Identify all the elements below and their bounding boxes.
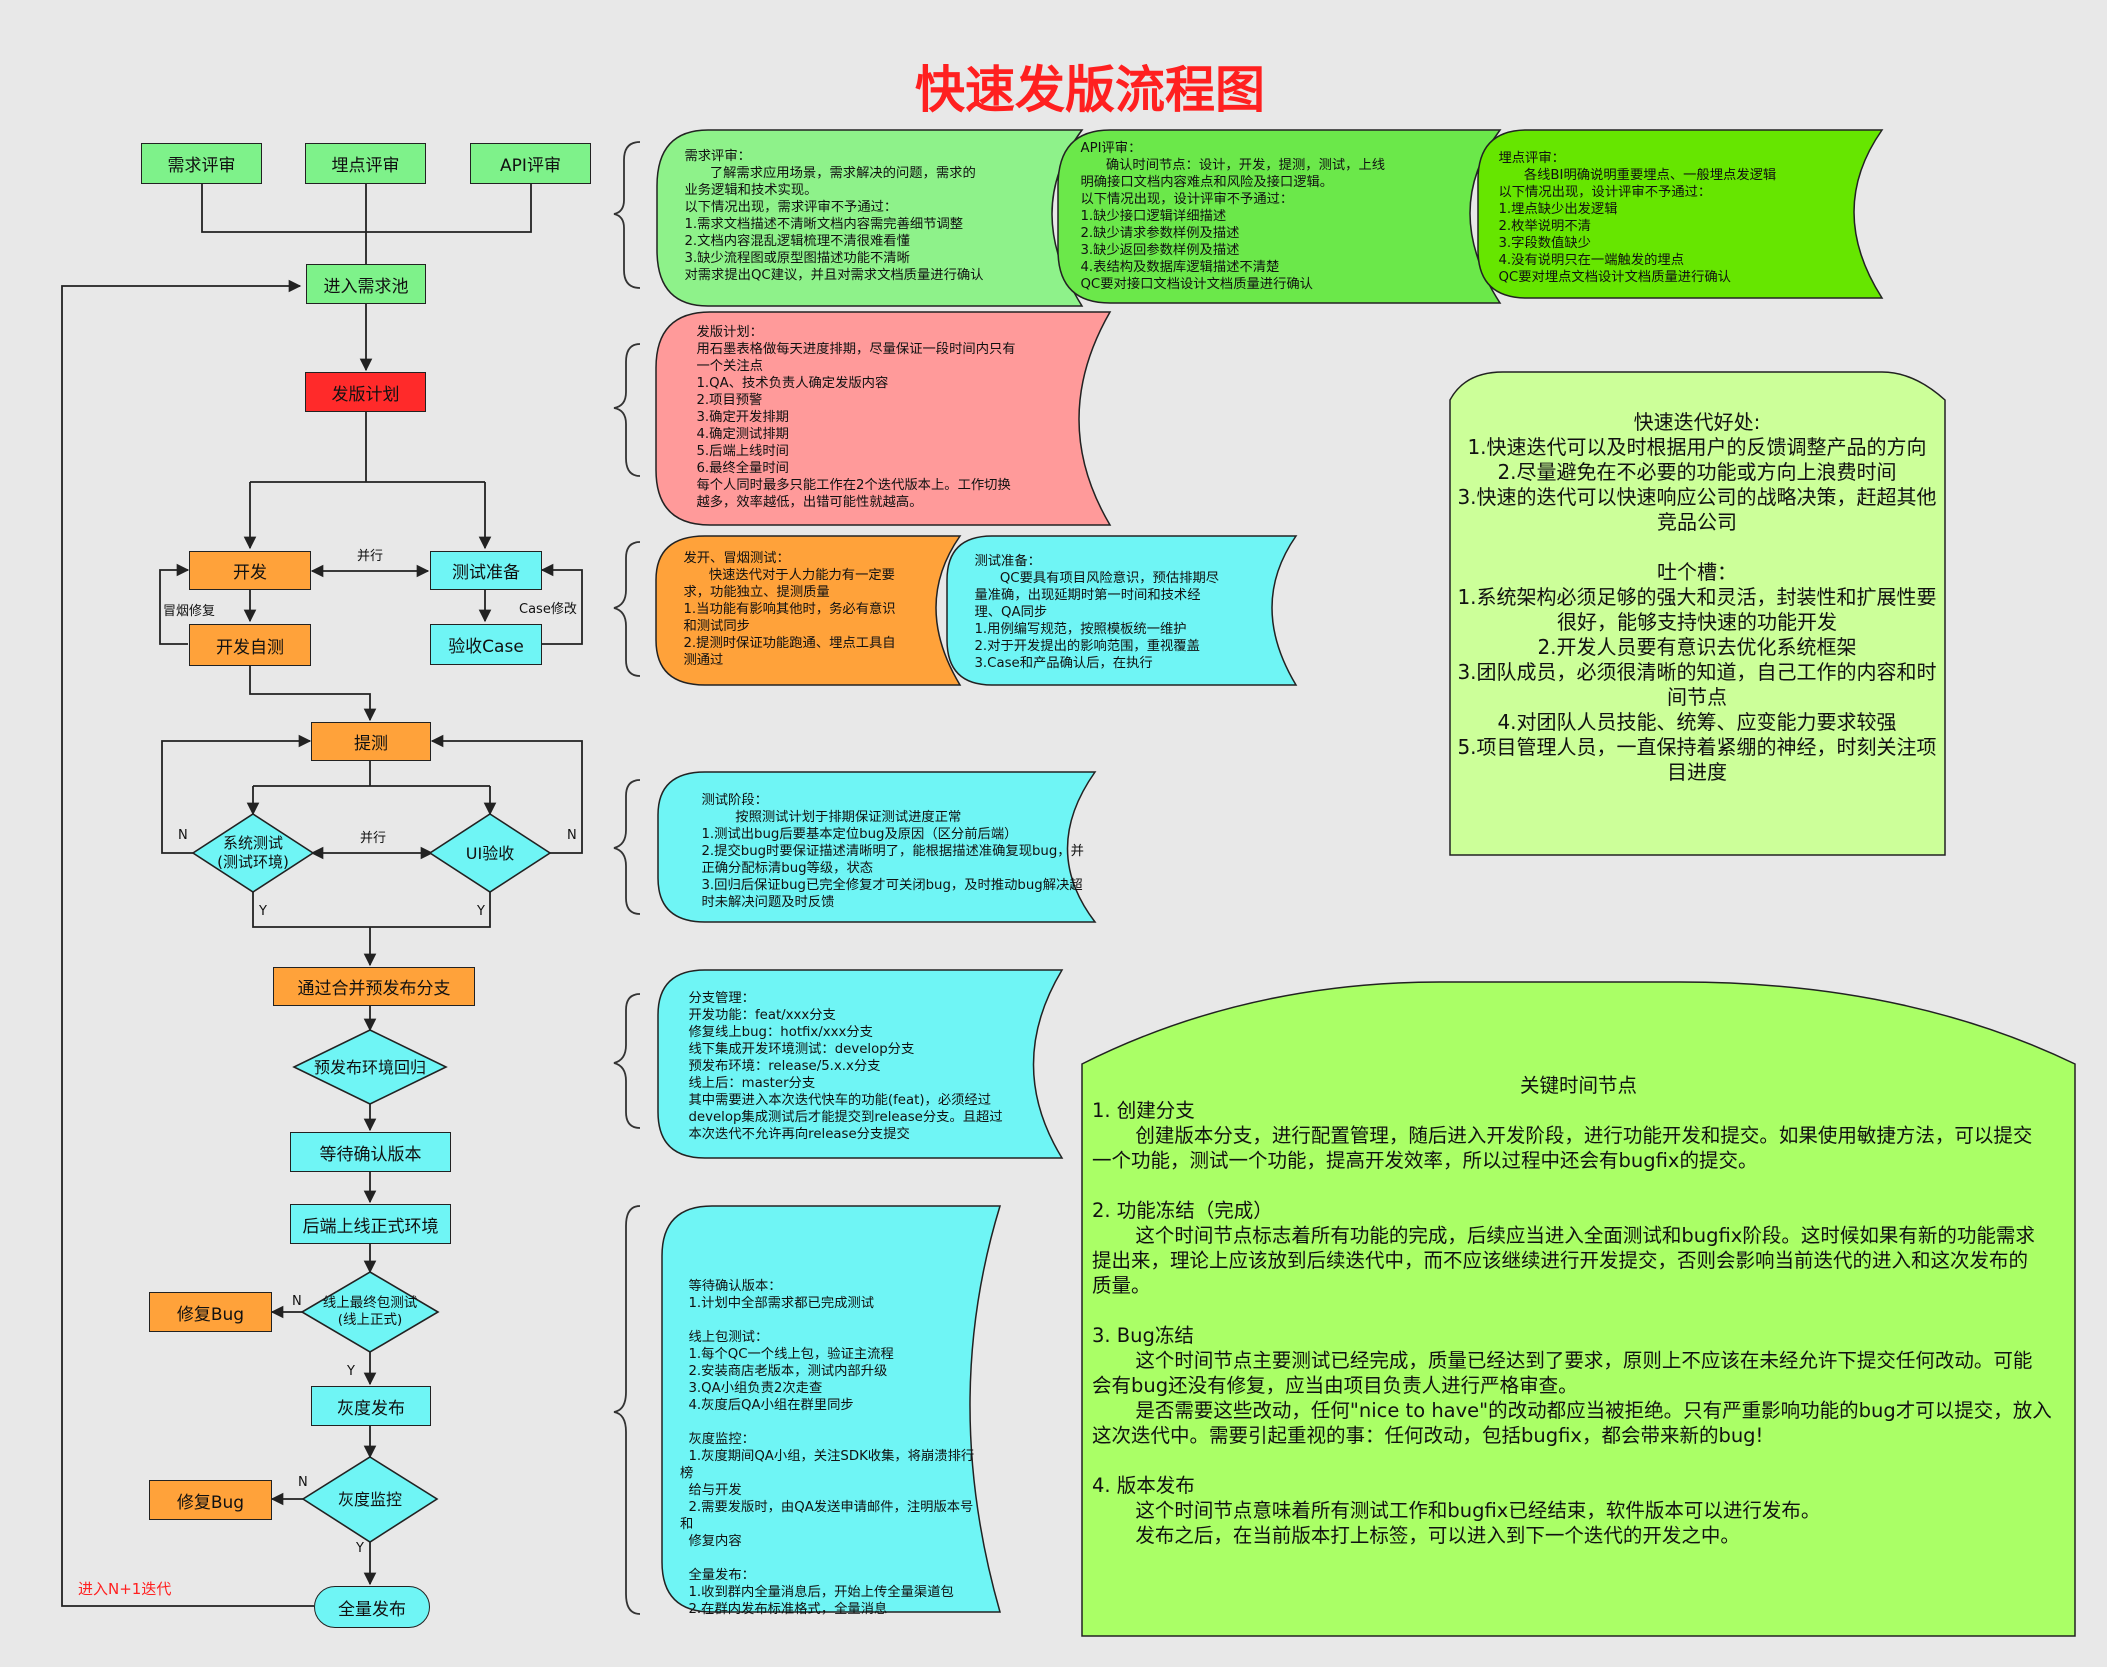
- release-plan-node: 发版计划: [305, 372, 426, 412]
- y-label-2: Y: [477, 904, 485, 919]
- dev-note-shape: [655, 535, 962, 686]
- final-test-text: 线上最终包测试 (线上正式): [322, 1295, 418, 1328]
- accept-case-node: 验收Case: [430, 624, 542, 665]
- test-prep-node: 测试准备: [430, 551, 542, 590]
- key-nodes-title: 关键时间节点: [1519, 1074, 1637, 1097]
- gray-release-node: 灰度发布: [311, 1386, 431, 1426]
- release-note-shape: [661, 1205, 1002, 1613]
- req-review-node: 需求评审: [141, 143, 262, 184]
- parallel-label-1: 并行: [357, 549, 384, 564]
- ui-accept-text: UI验收: [465, 843, 515, 863]
- n-label-1: N: [178, 828, 188, 843]
- full-release-node: 全量发布: [314, 1586, 430, 1628]
- release-plan-note: 发版计划： 用石墨表格做每天进度排期，尽量保证一段时间内只有 一个关注点 1.Q…: [696, 325, 1016, 510]
- develop-node: 开发: [189, 551, 311, 590]
- brace-6: [613, 1205, 641, 1615]
- pre-regress-diamond: [292, 1029, 448, 1105]
- page-title: 快速发版流程图: [915, 61, 1265, 119]
- track-review-node: 埋点评审: [305, 143, 426, 184]
- branch-note: 分支管理： 开发功能：feat/xxx分支 修复线上bug：hotfix/xxx…: [688, 991, 1003, 1142]
- sys-test-diamond: [191, 813, 315, 893]
- gray-monitor-text: 灰度监控: [337, 1489, 402, 1509]
- fix-bug-node-2: 修复Bug: [149, 1480, 272, 1520]
- n-label-2: N: [567, 828, 577, 843]
- fix-bug-node-1: 修复Bug: [149, 1292, 272, 1332]
- test-prep-note: 测试准备： QC要具有项目风险意识，预估排期尽 量准确，出现延期时第一时间和技术…: [974, 554, 1220, 671]
- api-note-shape: [1057, 129, 1502, 304]
- y-label-1: Y: [259, 904, 267, 919]
- key-note-shape: [1081, 981, 2076, 1637]
- y-label-4: Y: [356, 1541, 364, 1556]
- final-test-diamond: [300, 1271, 440, 1353]
- track-note-shape: [1477, 129, 1884, 299]
- ui-accept-diamond: [428, 813, 552, 893]
- gray-monitor-diamond: [301, 1456, 439, 1543]
- testphase-note-shape: [657, 771, 1097, 923]
- benefits-note-shape: [1449, 371, 1946, 856]
- n-label-4: N: [298, 1475, 308, 1490]
- smoke-fix-label: 冒烟修复: [163, 604, 216, 619]
- plan-note-shape: [655, 311, 1112, 526]
- testprep-note-shape: [946, 535, 1298, 686]
- case-modify-label: Case修改: [519, 602, 577, 617]
- dev-smoke-note: 发开、冒烟测试： 快速迭代对于人力能力有一定要 求，功能独立、提测质量 1.当功…: [683, 551, 896, 668]
- branch-note-shape: [657, 969, 1064, 1159]
- y-label-3: Y: [347, 1364, 355, 1379]
- api-review-node: API评审: [470, 143, 591, 184]
- test-phase-note: 测试阶段： 按照测试计划于排期保证测试进度正常 1.测试出bug后要基本定位bu…: [701, 793, 1084, 910]
- brace-4: [613, 779, 641, 915]
- brace-3: [613, 541, 641, 677]
- brace-5: [613, 993, 641, 1129]
- backend-online-node: 后端上线正式环境: [290, 1204, 451, 1244]
- release-note: 等待确认版本： 1.计划中全部需求都已完成测试 线上包测试： 1.每个QC一个线…: [680, 1279, 975, 1617]
- self-test-node: 开发自测: [189, 624, 311, 666]
- req-review-note: 需求评审： 了解需求应用场景，需求解决的问题，需求的 业务逻辑和技术实现。 以下…: [684, 149, 984, 283]
- api-review-note: API评审： 确认时间节点：设计，开发，提测，测试，上线 明确接口文档内容难点和…: [1080, 141, 1386, 292]
- brace-1: [613, 141, 641, 289]
- req-pool-node: 进入需求池: [306, 264, 426, 304]
- parallel-label-2: 并行: [360, 831, 387, 846]
- benefits-note: 快速迭代好处: 1.快速迭代可以及时根据用户的反馈调整产品的方向 2.尽量避免在…: [1457, 410, 1937, 784]
- wait-confirm-node: 等待确认版本: [290, 1132, 451, 1172]
- sys-test-text: 系统测试 (测试环境): [217, 834, 289, 871]
- submit-test-node: 提测: [311, 722, 431, 761]
- next-iteration-label: 进入N+1迭代: [78, 1580, 172, 1598]
- req-note-shape: [656, 129, 1084, 307]
- merge-pre-node: 通过合并预发布分支: [273, 967, 475, 1006]
- n-label-3: N: [292, 1294, 302, 1309]
- brace-2: [613, 343, 641, 477]
- pre-regress-text: 预发布环境回归: [313, 1057, 426, 1077]
- track-review-note: 埋点评审： 各线BI明确说明重要埋点、一般埋点发逻辑 以下情况出现，设计评审不予…: [1498, 151, 1777, 285]
- key-nodes-body: 1. 创建分支 创建版本分支，进行配置管理，随后进入开发阶段，进行功能开发和提交…: [1092, 1099, 2052, 1547]
